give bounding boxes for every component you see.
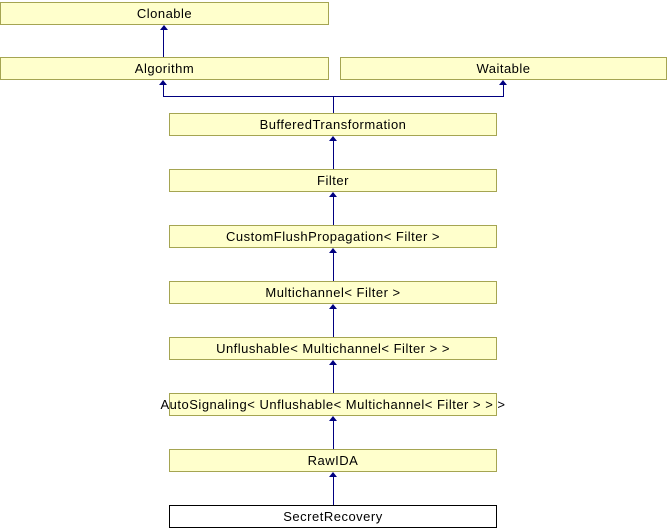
class-node-customflushpropagation[interactable]: CustomFlushPropagation< Filter >: [169, 225, 497, 248]
class-node-bufferedtransformation[interactable]: BufferedTransformation: [169, 113, 497, 136]
arrow-up-icon: [329, 472, 337, 477]
class-node-autosignaling[interactable]: AutoSignaling< Unflushable< Multichannel…: [161, 393, 505, 416]
arrow-up-icon: [329, 304, 337, 309]
class-node-filter[interactable]: Filter: [169, 169, 497, 192]
class-node-label: Unflushable< Multichannel< Filter > >: [216, 341, 450, 356]
class-node-multichannel[interactable]: Multichannel< Filter >: [169, 281, 497, 304]
arrow-up-icon: [159, 80, 167, 85]
class-node-label: RawIDA: [307, 453, 359, 468]
edge-multichannel-to-customflush-line: [333, 252, 334, 281]
edge-algorithm-to-clonable-line: [163, 29, 164, 57]
edge-buffered-to-waitable-stub: [503, 84, 504, 96]
class-node-label: AutoSignaling< Unflushable< Multichannel…: [160, 397, 506, 412]
class-node-secretrecovery-current: SecretRecovery: [169, 505, 497, 528]
arrow-up-icon: [329, 136, 337, 141]
class-node-clonable[interactable]: Clonable: [0, 2, 329, 25]
arrow-up-icon: [329, 192, 337, 197]
class-node-waitable[interactable]: Waitable: [340, 57, 667, 80]
edge-filter-to-buffered-line: [333, 140, 334, 169]
edge-autosignaling-to-unflushable-line: [333, 364, 334, 393]
arrow-up-icon: [160, 25, 168, 30]
edge-buffered-riser-line: [333, 96, 334, 113]
class-node-label: Waitable: [476, 61, 531, 76]
class-node-label: Algorithm: [134, 61, 195, 76]
arrow-up-icon: [329, 416, 337, 421]
edge-customflush-to-filter-line: [333, 196, 334, 225]
class-node-label: SecretRecovery: [283, 509, 383, 524]
class-node-rawida[interactable]: RawIDA: [169, 449, 497, 472]
arrow-up-icon: [499, 80, 507, 85]
class-node-label: Clonable: [136, 6, 193, 21]
arrow-up-icon: [329, 360, 337, 365]
class-node-label: Multichannel< Filter >: [265, 285, 401, 300]
class-node-algorithm[interactable]: Algorithm: [0, 57, 329, 80]
class-node-label: BufferedTransformation: [259, 117, 407, 132]
edge-buffered-to-algorithm-stub: [163, 84, 164, 96]
edge-secretrecovery-to-rawida-line: [333, 476, 334, 505]
class-node-label: Filter: [317, 173, 349, 188]
class-node-unflushable[interactable]: Unflushable< Multichannel< Filter > >: [169, 337, 497, 360]
edge-unflushable-to-multichannel-line: [333, 308, 334, 337]
edge-rawida-to-autosignaling-line: [333, 420, 334, 449]
class-node-label: CustomFlushPropagation< Filter >: [226, 229, 440, 244]
arrow-up-icon: [329, 248, 337, 253]
